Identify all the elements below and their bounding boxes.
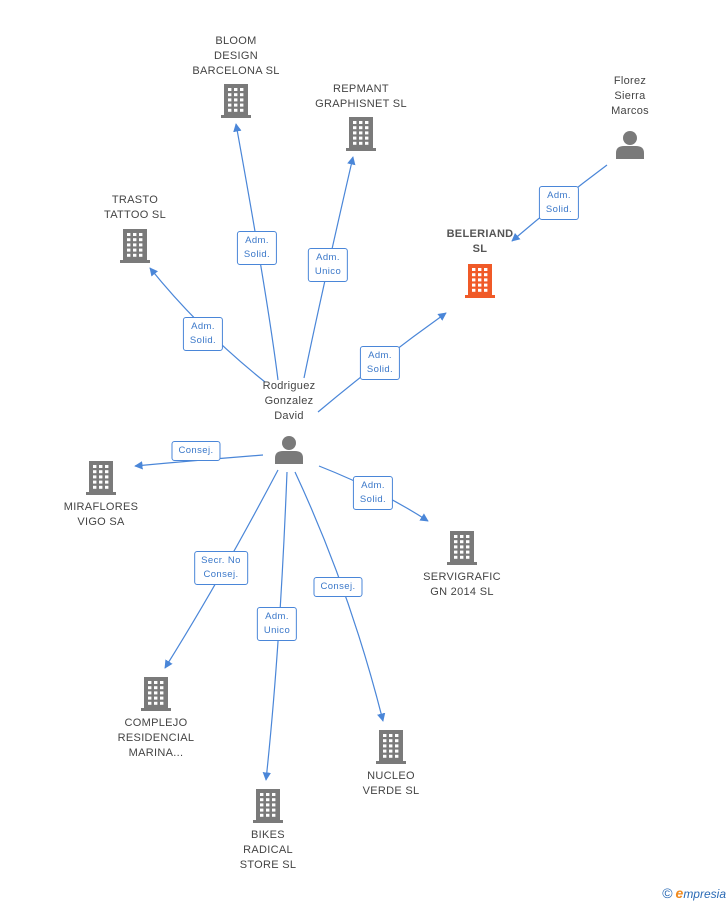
node-label-rodriguez[interactable]: Rodriguez Gonzalez David xyxy=(262,380,316,422)
empresia-logo: ©empresia xyxy=(662,885,726,901)
person-icon-rodriguez[interactable] xyxy=(275,436,303,464)
role-badge-beleriand[interactable]: Adm. Solid. xyxy=(359,346,401,380)
company-icon-repmant[interactable] xyxy=(346,117,376,151)
edge-rodriguez-to-bloom xyxy=(233,123,279,381)
company-icon-beleriand[interactable] xyxy=(465,264,495,298)
role-badge-miraflores[interactable]: Consej. xyxy=(171,441,221,461)
company-icon-bloom[interactable] xyxy=(221,84,251,118)
node-label-bikes[interactable]: BIKES RADICAL STORE SL xyxy=(239,829,297,871)
role-badge-beleriand[interactable]: Adm. Solid. xyxy=(538,186,580,220)
role-badge-complejo[interactable]: Secr. No Consej. xyxy=(194,551,248,585)
company-icon-trasto[interactable] xyxy=(120,229,150,263)
edge-rodriguez-to-repmant xyxy=(303,156,356,379)
company-icon-complejo[interactable] xyxy=(141,677,171,711)
role-badge-repmant[interactable]: Adm. Unico xyxy=(307,248,349,282)
role-badge-servigrafic[interactable]: Adm. Solid. xyxy=(352,476,394,510)
company-icon-nucleo[interactable] xyxy=(376,730,406,764)
role-badge-bikes[interactable]: Adm. Unico xyxy=(256,607,298,641)
node-label-trasto[interactable]: TRASTO TATTOO SL xyxy=(104,194,166,221)
node-label-complejo[interactable]: COMPLEJO RESIDENCIAL MARINA... xyxy=(117,717,195,759)
node-label-servigrafic[interactable]: SERVIGRAFIC GN 2014 SL xyxy=(423,571,501,598)
company-icon-miraflores[interactable] xyxy=(86,461,116,495)
brand-initial: e xyxy=(675,885,684,901)
company-icon-servigrafic[interactable] xyxy=(447,531,477,565)
role-badge-bloom[interactable]: Adm. Solid. xyxy=(236,231,278,265)
brand-name: mpresia xyxy=(683,887,726,901)
company-icon-bikes[interactable] xyxy=(253,789,283,823)
person-icon-florez[interactable] xyxy=(616,131,644,159)
node-label-beleriand[interactable]: BELERIAND SL xyxy=(446,228,514,255)
node-label-florez[interactable]: Florez Sierra Marcos xyxy=(611,75,649,117)
role-badge-nucleo[interactable]: Consej. xyxy=(313,577,363,597)
node-label-bloom[interactable]: BLOOM DESIGN BARCELONA SL xyxy=(192,35,280,77)
copyright-symbol: © xyxy=(662,885,673,901)
node-label-repmant[interactable]: REPMANT GRAPHISNET SL xyxy=(315,83,407,110)
role-badge-trasto[interactable]: Adm. Solid. xyxy=(182,317,224,351)
node-label-nucleo[interactable]: NUCLEO VERDE SL xyxy=(362,770,420,797)
node-label-miraflores[interactable]: MIRAFLORES VIGO SA xyxy=(63,501,139,528)
